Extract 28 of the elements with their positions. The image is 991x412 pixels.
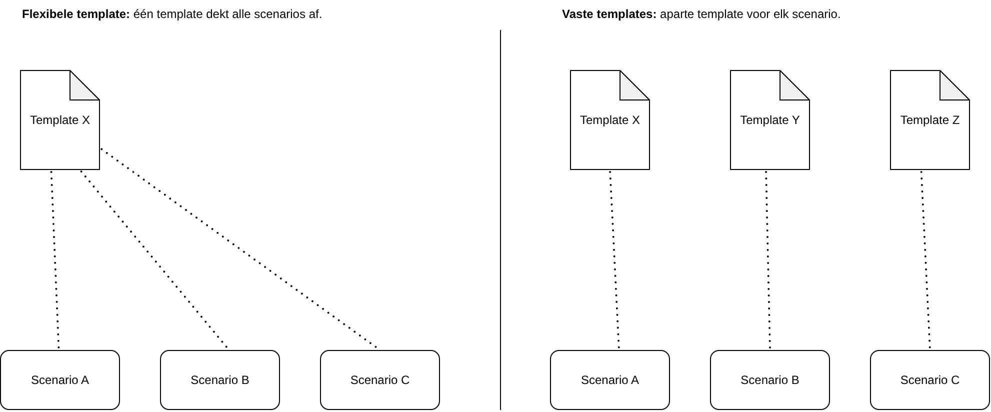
scenario-box: [160, 350, 280, 410]
node-label: Template X: [580, 113, 640, 127]
dotted-connector: [765, 171, 771, 349]
node-label: Scenario C: [900, 373, 960, 387]
document-shape: [730, 70, 810, 170]
scenario-box: [870, 350, 990, 410]
node-label: Scenario B: [190, 373, 250, 387]
node-label: Scenario C: [350, 373, 410, 387]
node-label: Scenario B: [740, 373, 800, 387]
dotted-connector: [920, 171, 931, 349]
dotted-connector: [80, 170, 229, 350]
heading-text: Vaste templates: aparte template voor elk scenario.: [562, 7, 841, 21]
dotted-connector: [609, 171, 620, 349]
node-label: Template Z: [900, 113, 960, 127]
dotted-connector: [50, 171, 60, 349]
heading-text: Flexibele template: één template dekt alle scenarios af.: [22, 7, 322, 21]
node-label: Scenario A: [580, 373, 640, 387]
scenario-box: [320, 350, 440, 410]
document-shape: [890, 70, 970, 170]
scenario-box: [0, 350, 120, 410]
document-shape: [570, 70, 650, 170]
dotted-connector: [100, 148, 380, 350]
node-label: Scenario A: [30, 373, 90, 387]
document-shape: [20, 70, 100, 170]
scenario-box: [550, 350, 670, 410]
node-label: Template X: [30, 113, 90, 127]
scenario-box: [710, 350, 830, 410]
node-label: Template Y: [740, 113, 800, 127]
